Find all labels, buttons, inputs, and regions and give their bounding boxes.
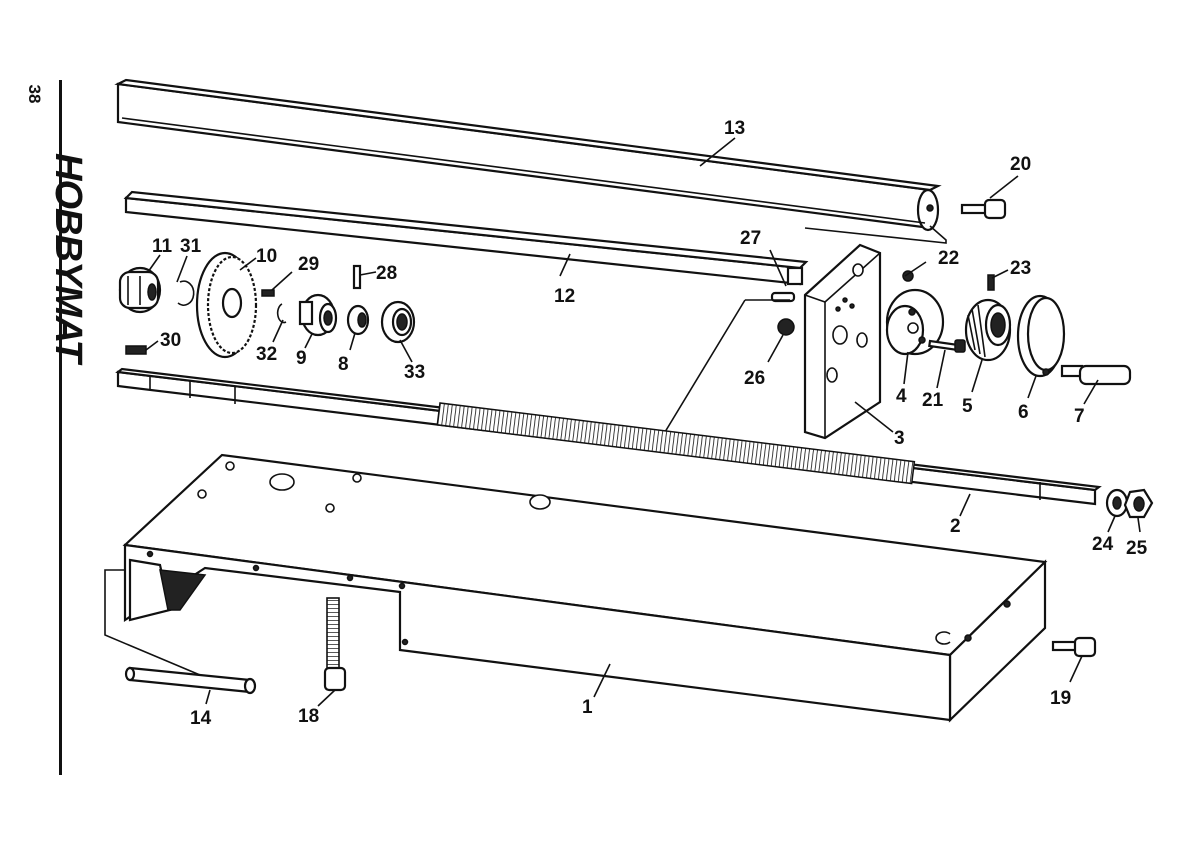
label-24: 24 [1092, 534, 1114, 555]
label-20: 20 [1010, 154, 1031, 175]
part-24-washer [1105, 488, 1129, 518]
part-23-setscrew [987, 274, 995, 291]
label-4: 4 [896, 386, 907, 407]
label-22: 22 [938, 248, 959, 269]
label-leaders [145, 137, 1141, 707]
part-7-handle [1060, 364, 1132, 386]
part-22-setscrew [902, 270, 914, 282]
part-20-capscrew [960, 198, 1007, 220]
label-23: 23 [1010, 258, 1031, 279]
part-30-key [125, 345, 147, 355]
label-27: 27 [740, 228, 761, 249]
part-21-screw [928, 339, 966, 353]
label-12: 12 [554, 286, 575, 307]
part-32-circlip [276, 303, 287, 324]
part-31-circlip [177, 280, 195, 306]
part-11-bracket [118, 266, 162, 314]
part-10-gear [195, 251, 258, 359]
brand-logo: HOBBYMAT [47, 153, 89, 362]
label-28: 28 [376, 263, 397, 284]
leader-shaft [664, 299, 746, 433]
part-4-flange [885, 288, 945, 356]
label-32: 32 [256, 344, 277, 365]
part-14-rod [124, 666, 257, 695]
label-7: 7 [1074, 406, 1085, 427]
label-2: 2 [950, 516, 961, 537]
page-number: 38 [25, 84, 44, 104]
part-29-key [261, 289, 275, 297]
label-10: 10 [256, 246, 277, 267]
label-8: 8 [338, 354, 349, 375]
label-13: 13 [724, 118, 745, 139]
label-30: 30 [160, 330, 181, 351]
part-12-strip [123, 190, 809, 286]
part-27-pin [770, 291, 796, 303]
label-26: 26 [744, 368, 765, 389]
margin-rule [59, 80, 62, 775]
label-9: 9 [296, 348, 307, 369]
label-14: 14 [190, 708, 212, 729]
part-25-nut [1123, 488, 1154, 519]
label-11: 11 [152, 236, 173, 257]
label-18: 18 [298, 706, 319, 727]
label-1: 1 [582, 697, 593, 718]
part-28-pin [352, 264, 362, 290]
label-21: 21 [922, 390, 944, 411]
part-18-bolt [323, 597, 347, 692]
label-5: 5 [962, 396, 973, 417]
part-8-ring [346, 304, 370, 336]
leader-14 [104, 569, 201, 676]
part-26-nut [777, 318, 795, 336]
part-1-bed [122, 453, 1048, 723]
part-19-capscrew [1051, 636, 1097, 658]
part-5-knurled-collar [964, 298, 1012, 362]
part-9-bushing [298, 293, 338, 337]
label-29: 29 [298, 254, 319, 275]
label-19: 19 [1050, 688, 1071, 709]
label-33: 33 [404, 362, 425, 383]
part-6-handwheel [1016, 294, 1066, 378]
label-6: 6 [1018, 402, 1029, 423]
part-3-end-plate [803, 243, 882, 440]
label-25: 25 [1126, 538, 1148, 559]
label-3: 3 [894, 428, 905, 449]
label-31: 31 [180, 236, 202, 257]
part-33-bearing [380, 300, 416, 344]
part-13-bar [114, 78, 947, 244]
part-2-lead-screw [115, 367, 1102, 506]
